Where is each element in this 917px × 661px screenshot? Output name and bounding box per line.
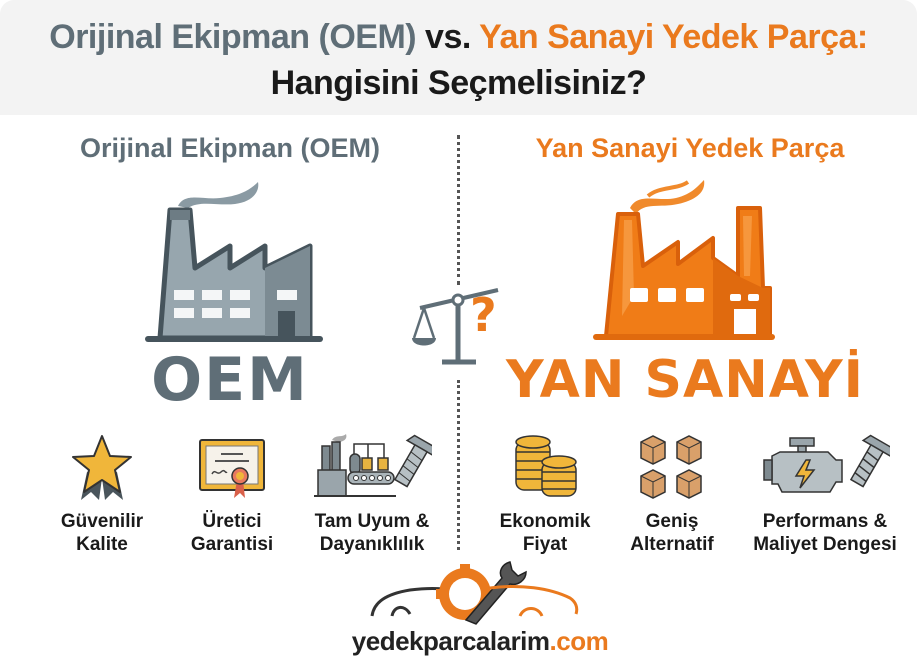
center-divider-bottom [457, 380, 460, 550]
feature-label: Tam Uyum &Dayanıklılık [314, 511, 430, 555]
question-mark-icon: ? [470, 288, 497, 342]
car-gear-wrench-logo-icon [370, 561, 579, 625]
engine-bolt-icon [763, 434, 890, 493]
coin-stacks-icon [515, 435, 577, 497]
star-award-icon [72, 435, 132, 500]
feature-label: Performans &Maliyet Dengesi [753, 511, 897, 555]
production-line-bolt-icon [314, 434, 432, 497]
title-yan-sanayi-part: Yan Sanayi Yedek Parça: [479, 18, 868, 56]
oem-factory-icon [145, 182, 323, 342]
feature-performans-maliyet: Performans &Maliyet Dengesi [740, 432, 910, 555]
yan-sanayi-column-title: Yan Sanayi Yedek Parça [535, 133, 845, 163]
main-subtitle: Hangisini Seçmelisiniz? [270, 64, 647, 102]
yan-sanayi-big-label: YAN SANAYİ [505, 350, 865, 410]
oem-column-title: Orijinal Ekipman (OEM) [79, 133, 381, 163]
boxes-icon [640, 435, 702, 499]
title-oem-part: Orijinal Ekipman (OEM) [49, 18, 417, 56]
center-divider-top [457, 135, 460, 285]
main-title: Orijinal Ekipman (OEM) vs. Yan Sanayi Ye… [0, 18, 917, 57]
yan-sanayi-factory-icon [593, 180, 775, 340]
header-banner: Orijinal Ekipman (OEM) vs. Yan Sanayi Ye… [0, 0, 917, 115]
site-logo[interactable]: yedekparcalarim.com [350, 558, 610, 658]
logo-domain-text: yedekparcalarim.com [351, 626, 609, 656]
oem-big-label: OEM [151, 345, 309, 415]
balance-scale-icon [412, 288, 499, 365]
feature-tam-uyum: Tam Uyum &Dayanıklılık [302, 432, 442, 555]
certificate-icon [199, 439, 265, 498]
title-vs: vs. [425, 18, 471, 56]
